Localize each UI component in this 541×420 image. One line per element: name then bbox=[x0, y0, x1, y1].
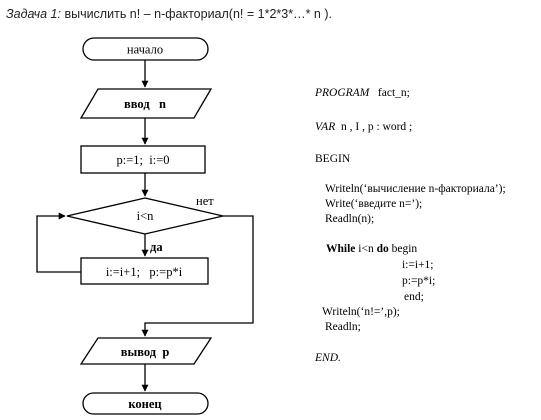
code-line-program: PROGRAM fact_n; bbox=[315, 87, 410, 100]
flowchart: начало ввод n p:=1; i:=0 i<n нет да i:=i… bbox=[36, 37, 254, 415]
end-terminal bbox=[82, 392, 209, 415]
code-line-while: While i<n do begin bbox=[326, 243, 418, 256]
code-line-readln2: Readln; bbox=[325, 321, 361, 333]
body-label: i:=i+1; p:=p*i bbox=[106, 265, 183, 279]
init-label: p:=1; i:=0 bbox=[117, 153, 170, 167]
program-name: fact_n; bbox=[369, 87, 410, 99]
arrow-decision-output bbox=[141, 215, 254, 337]
output-label: вывод p bbox=[121, 345, 170, 359]
condition-label: i<n bbox=[137, 209, 155, 223]
code-line-end-inner: end; bbox=[404, 291, 424, 303]
end-label: конец bbox=[128, 397, 161, 411]
code-line-write1: Write(‘введите n=’); bbox=[325, 198, 423, 210]
while-keyword: While bbox=[326, 243, 356, 255]
code-line-writeln2: Writeln(‘n!=’,p); bbox=[322, 306, 400, 318]
task-label: Задача 1: bbox=[6, 7, 61, 21]
while-condition: i<n bbox=[355, 243, 377, 255]
var-declaration: n , I , p : word ; bbox=[335, 121, 413, 133]
code-line-stmt1: i:=i+1; bbox=[402, 259, 434, 271]
arrow-loop-back bbox=[36, 212, 81, 273]
output-block bbox=[79, 337, 213, 365]
task-text: вычислить n! – n-факториал(n! = 1*2*3*…*… bbox=[60, 7, 332, 21]
task-title: Задача 1: вычислить n! – n-факториал(n! … bbox=[6, 7, 332, 21]
code-line-readln1: Readln(n); bbox=[325, 213, 375, 225]
init-block bbox=[80, 145, 206, 174]
code-line-end: END. bbox=[315, 352, 341, 364]
yes-label: да bbox=[150, 240, 163, 254]
program-keyword: PROGRAM bbox=[315, 87, 370, 99]
begin-keyword: begin bbox=[388, 243, 418, 255]
code-line-stmt2: p:=p*i; bbox=[402, 275, 436, 287]
body-block bbox=[80, 257, 209, 285]
var-keyword: VAR bbox=[315, 121, 336, 133]
no-label: нет bbox=[196, 194, 214, 208]
do-keyword: do bbox=[376, 243, 389, 255]
start-label: начало bbox=[127, 43, 163, 57]
input-label: ввод n bbox=[124, 97, 166, 111]
code-line-writeln1: Writeln(‘вычисление n-факториала’); bbox=[325, 183, 506, 195]
input-block bbox=[79, 88, 213, 119]
code-line-var: VAR n , I , p : word ; bbox=[315, 121, 413, 134]
code-line-begin: BEGIN bbox=[315, 153, 351, 165]
